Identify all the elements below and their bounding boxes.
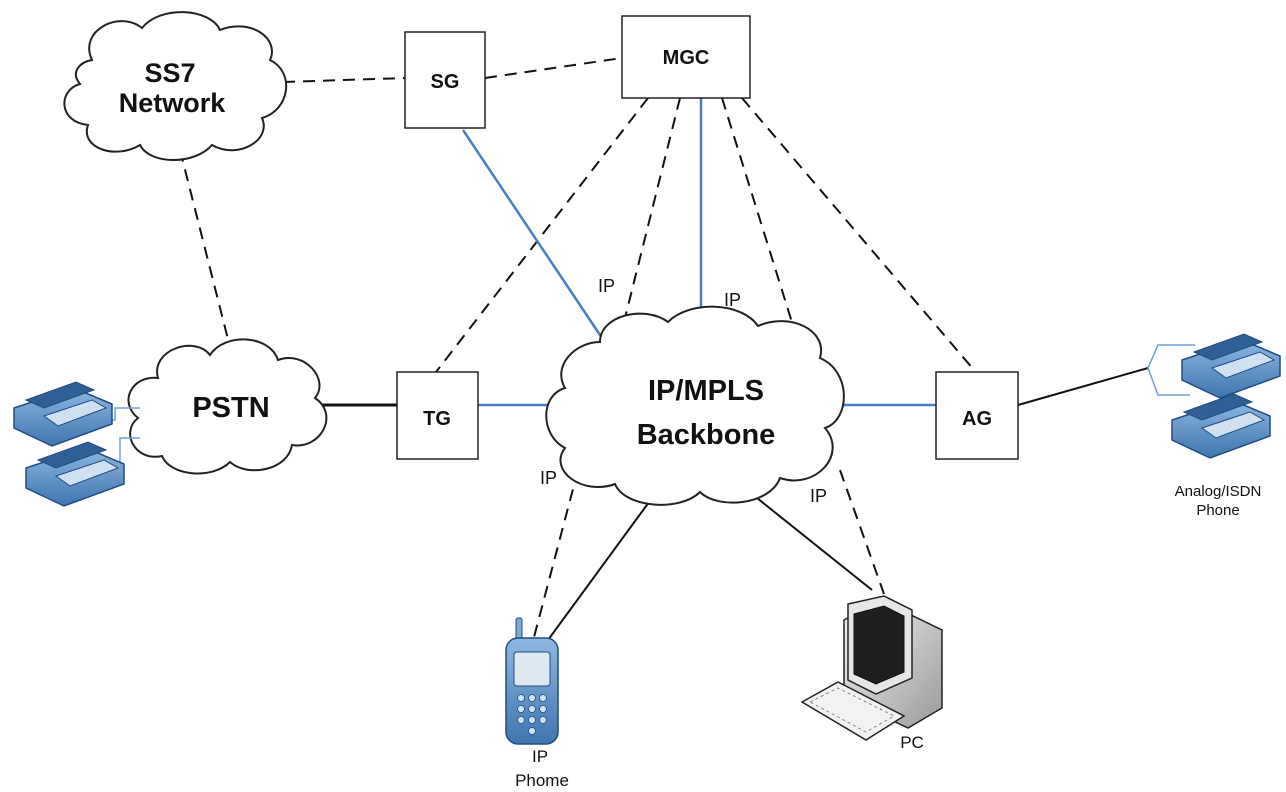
backbone-cloud: IP/MPLS Backbone (545, 305, 845, 506)
tg-node: TG (396, 371, 479, 460)
link-ss7-pstn (179, 149, 233, 356)
ss7-label-line1: SS7 (144, 58, 195, 88)
backbone-label-line2: Backbone (637, 419, 776, 451)
ip-phone-label-line1: IP (532, 747, 548, 766)
ip-label-mgc: IP (724, 290, 741, 310)
desk-phone-icon (13, 381, 113, 447)
link-sg-backbone (461, 129, 604, 339)
link-labels: IP IP IP IP (540, 276, 827, 506)
ag-node: AG (935, 371, 1019, 460)
pstn-label: PSTN (192, 392, 269, 424)
pc-node: PC (800, 595, 943, 752)
ip-phone-label-line2: Phome (515, 771, 569, 790)
mgc-label: MGC (663, 47, 710, 69)
ip-label-phone: IP (540, 468, 557, 488)
link-backbone-phone-signal (527, 469, 579, 661)
mobile-phone-icon (505, 617, 559, 745)
desk-phone-icon (1181, 333, 1281, 399)
link-sg-mgc (484, 57, 623, 79)
pc-label: PC (900, 733, 924, 752)
link-ss7-sg (282, 77, 406, 83)
desktop-computer-icon (800, 595, 943, 741)
analog-isdn-phones: Analog/ISDN Phone (1147, 333, 1281, 519)
link-mgc-tg (435, 97, 649, 373)
ip-label-pc: IP (810, 486, 827, 506)
ss7-label-line2: Network (119, 88, 227, 118)
link-backbone-pc (756, 497, 873, 591)
desk-phone-icon (1171, 393, 1271, 459)
desk-phone-icon (25, 441, 125, 507)
tg-label: TG (423, 408, 451, 430)
ss7-network-cloud: SS7 Network (63, 11, 288, 161)
link-ag-analog-phone (1017, 367, 1149, 406)
link-backbone-phone (547, 497, 653, 641)
mgc-node: MGC (621, 15, 751, 99)
ip-phone-node: IP Phome (505, 617, 569, 790)
analog-phone-label-line2: Phone (1196, 502, 1239, 519)
pstn-phones (13, 381, 140, 507)
pstn-cloud: PSTN (127, 338, 328, 475)
sg-label: SG (431, 71, 460, 93)
analog-phone-label-line1: Analog/ISDN (1175, 483, 1262, 500)
link-backbone-pc-signal (839, 469, 885, 595)
ag-label: AG (962, 408, 992, 430)
link-mgc-backbone-2 (721, 97, 801, 349)
backbone-label-line1: IP/MPLS (648, 375, 764, 407)
ip-label-sg: IP (598, 276, 615, 296)
link-mgc-backbone-1 (621, 97, 681, 331)
sg-node: SG (404, 31, 486, 129)
connections (179, 57, 1149, 661)
